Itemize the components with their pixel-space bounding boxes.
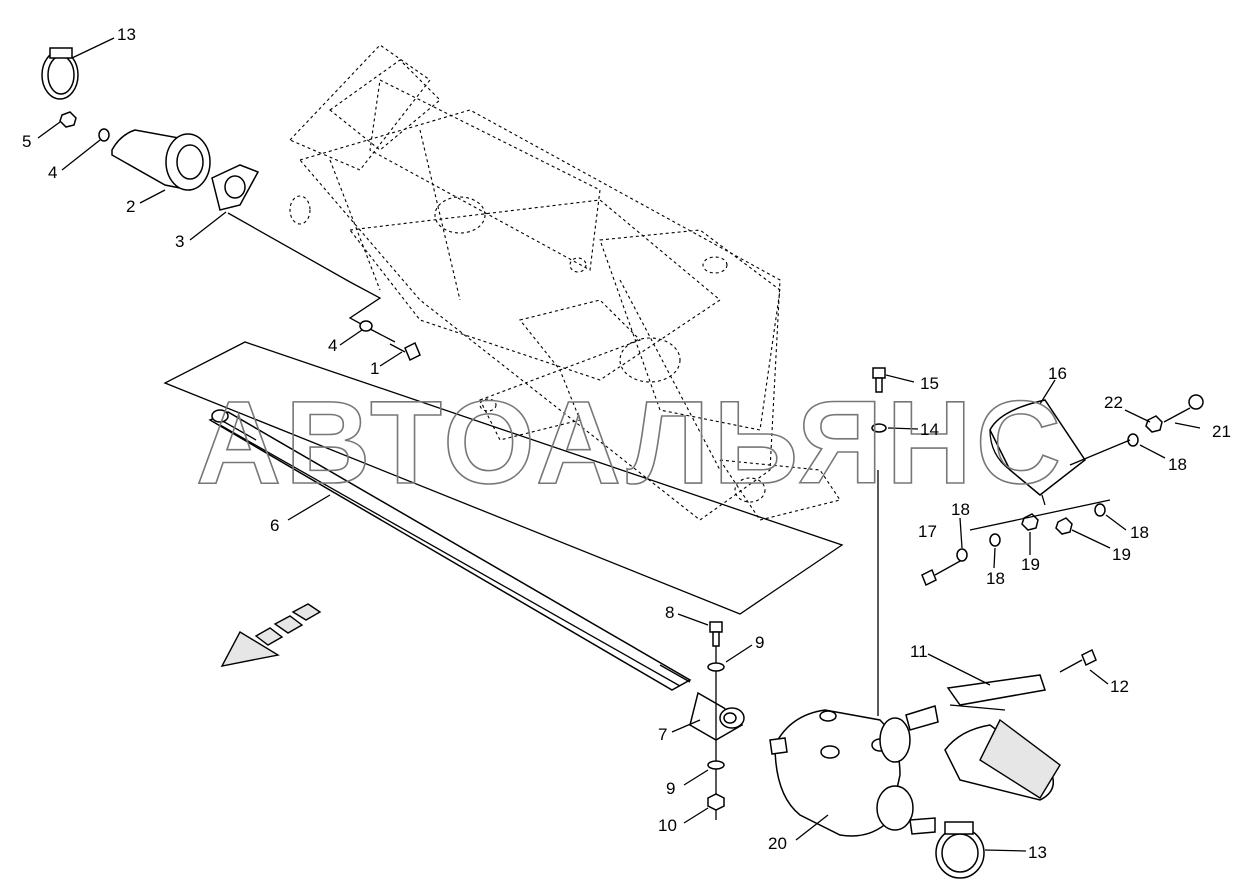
- washer-18-d: [1127, 433, 1139, 447]
- watermark-text: АВТОАЛЬЯНС: [196, 377, 1065, 509]
- callout-10: 10: [658, 816, 677, 835]
- chassis-frame: [289, 44, 841, 521]
- callout-1: 1: [370, 359, 379, 378]
- callout-3: 3: [175, 232, 184, 251]
- washer-9-bottom: [707, 760, 725, 770]
- eyebolt-21: [1163, 394, 1204, 423]
- callout-14: 14: [920, 420, 939, 439]
- callout-18-right: 18: [1168, 455, 1187, 474]
- callout-7: 7: [658, 725, 667, 744]
- bearing-housing: [111, 129, 211, 191]
- nut-22: [1145, 415, 1163, 433]
- callout-11: 11: [910, 642, 928, 661]
- shield: [944, 674, 1061, 801]
- hose-clamp-top: [41, 47, 79, 100]
- leader-lines: [37, 37, 1201, 852]
- callout-17: 17: [918, 522, 937, 541]
- callout-5: 5: [22, 132, 31, 151]
- shield-16: [989, 399, 1087, 506]
- callout-2: 2: [126, 197, 135, 216]
- hose-clamp-bottom: [935, 821, 985, 879]
- washer-18-a: [956, 548, 968, 562]
- callout-20: 20: [768, 834, 787, 853]
- nut-10: [707, 793, 725, 811]
- callout-22: 22: [1104, 393, 1123, 412]
- bolt-12: [1059, 648, 1097, 673]
- callout-6: 6: [270, 516, 279, 535]
- callout-4-mid: 4: [328, 336, 337, 355]
- bolt-8: [709, 621, 723, 647]
- callout-19-right: 19: [1112, 545, 1131, 564]
- callout-9-bottom: 9: [666, 779, 675, 798]
- flange-plate: [211, 164, 260, 211]
- callout-12: 12: [1110, 677, 1129, 696]
- callout-labels: 13 5 4 2 3 4 1 6 8 9 7 9 10 20 13 11 12 …: [22, 25, 1231, 862]
- callout-18-left-top: 18: [951, 500, 970, 519]
- washer-4-mid: [359, 320, 373, 332]
- callout-9-top: 9: [755, 633, 764, 652]
- center-line: [227, 212, 396, 343]
- callout-13-top: 13: [117, 25, 136, 44]
- callout-8: 8: [665, 603, 674, 622]
- washer-18-b: [989, 533, 1001, 547]
- callout-21: 21: [1212, 422, 1231, 441]
- callout-18-left-bottom: 18: [986, 569, 1005, 588]
- callout-19-left: 19: [1021, 555, 1040, 574]
- callout-18-mid: 18: [1130, 523, 1149, 542]
- washer-9-top: [707, 662, 725, 672]
- bolt-17: [921, 559, 963, 587]
- nut-5: [59, 111, 77, 128]
- callout-15: 15: [920, 374, 939, 393]
- bolt-1: [389, 341, 421, 362]
- assembly-outline: [163, 341, 844, 615]
- callout-13-bottom: 13: [1028, 843, 1047, 862]
- washer-18-c: [1094, 503, 1106, 517]
- direction-arrow-icon: [220, 603, 322, 667]
- callout-4-top: 4: [48, 163, 57, 182]
- nut-19-b: [1055, 517, 1073, 535]
- washer-14: [871, 423, 887, 433]
- callout-16: 16: [1048, 364, 1067, 383]
- bolt-15: [872, 367, 886, 393]
- shaft: [208, 409, 692, 691]
- gearbox: [769, 470, 939, 837]
- washer-4-top: [98, 128, 110, 142]
